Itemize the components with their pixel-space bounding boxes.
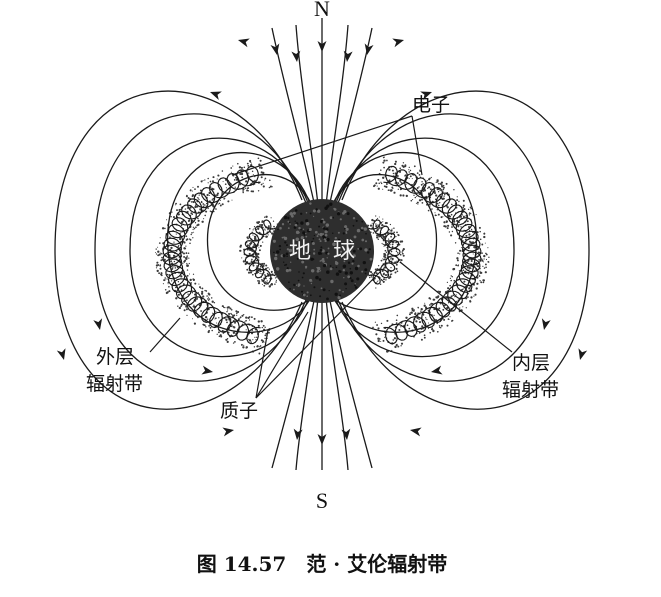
proton-label: 质子	[220, 400, 258, 422]
arrow-icon	[431, 365, 443, 375]
field-direction-arrows	[56, 38, 588, 445]
electron-pointer-left	[231, 115, 413, 176]
arrow-icon	[201, 365, 213, 375]
inner-belt-right-spiral	[368, 219, 401, 285]
arrow-icon	[578, 348, 588, 360]
proton-pointer-right	[255, 271, 381, 399]
arrow-icon	[341, 428, 351, 440]
particle-spiral-trajectories	[162, 165, 482, 345]
arrow-icon	[56, 348, 66, 360]
earth-texture	[272, 202, 373, 301]
arrow-icon	[392, 38, 404, 48]
arrow-icon	[317, 434, 327, 445]
north-label: N	[314, 0, 330, 21]
earth-label: 地 球	[289, 239, 355, 264]
arrow-icon	[293, 428, 303, 440]
electron-label: 电子	[412, 94, 450, 116]
inner-belt-left-spiral	[243, 219, 276, 285]
outer-belt-left-spiral	[162, 165, 261, 345]
inner-belt-label-line1: 内层	[512, 352, 550, 374]
outer-belt-right-stipple	[372, 156, 490, 353]
arrow-icon	[364, 43, 374, 55]
outer-belt-label-line1: 外层	[96, 346, 134, 368]
arrow-icon	[210, 91, 222, 100]
figure-caption: 图 14.57 范 · 艾伦辐射带	[197, 552, 447, 576]
south-label: S	[316, 488, 328, 513]
arrow-icon	[93, 318, 103, 330]
arrow-icon	[420, 91, 432, 100]
outer-belt-right-spiral	[383, 165, 482, 345]
arrow-icon	[343, 50, 353, 62]
arrow-icon	[222, 427, 234, 437]
arrow-icon	[541, 318, 551, 330]
outer-belt-pointer	[149, 317, 181, 353]
arrow-icon	[291, 50, 301, 62]
arrow-icon	[238, 38, 250, 48]
arrow-icon	[317, 41, 327, 52]
outer-belt-label-line2: 辐射带	[86, 373, 143, 395]
electron-pointer-right	[411, 115, 423, 176]
arrow-icon	[270, 43, 280, 55]
inner-belt-pointer	[399, 261, 513, 353]
arrow-icon	[410, 427, 422, 437]
label-pointers	[149, 115, 513, 399]
proton-pointer-mid	[255, 311, 309, 399]
earth: 地 球	[270, 199, 374, 303]
proton-pointer-left	[255, 329, 269, 399]
inner-belt-label-line2: 辐射带	[502, 379, 559, 401]
